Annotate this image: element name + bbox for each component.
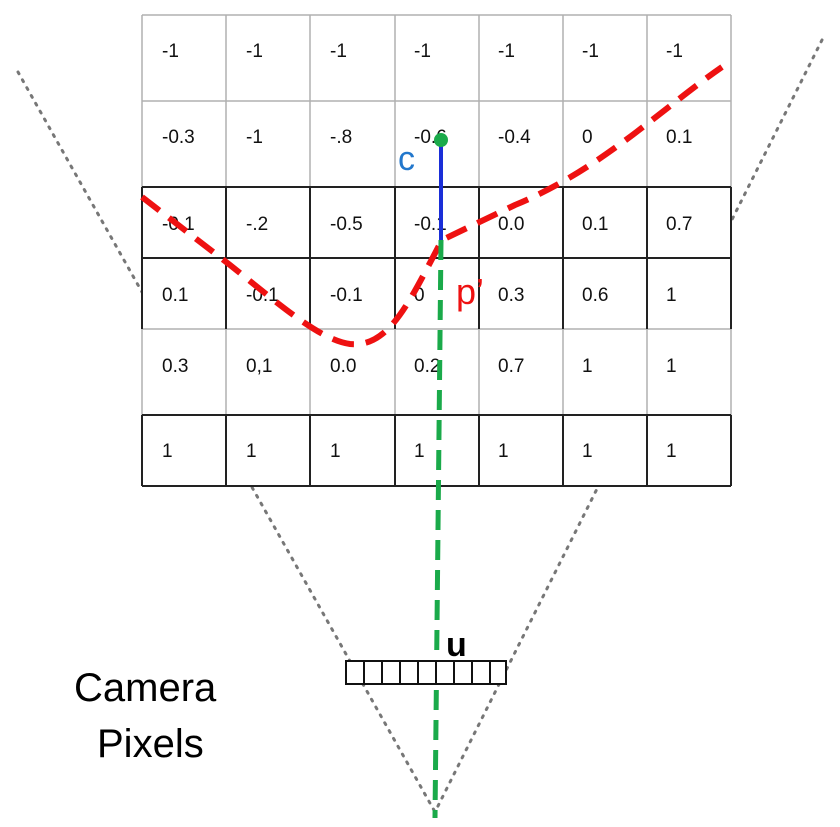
- grid-cell: -0.1: [414, 214, 447, 235]
- grid-cell: 1: [666, 356, 677, 377]
- label-c: c: [398, 140, 415, 178]
- grid-cell: 0.7: [498, 356, 524, 377]
- grid-cell: 0.1: [162, 285, 188, 306]
- point-c-icon: [434, 133, 448, 147]
- grid-cell: -1: [246, 127, 263, 148]
- grid-cell: -.8: [330, 127, 352, 148]
- grid-cell: -0.1: [246, 285, 279, 306]
- grid-cell: -0.1: [330, 285, 363, 306]
- grid-row: 1 1 1 1 1 1 1: [162, 441, 677, 462]
- grid-cell: 0.3: [498, 285, 524, 306]
- grid-cell: -.2: [246, 214, 268, 235]
- camera-label-line2: Pixels: [97, 722, 204, 766]
- grid-cell: 0,1: [246, 356, 272, 377]
- label-u: u: [446, 626, 467, 664]
- grid-cell: 1: [666, 441, 677, 462]
- grid-cell: 0.7: [666, 214, 692, 235]
- grid-cell: -1: [414, 41, 431, 62]
- grid-cell: 0: [414, 285, 425, 306]
- grid-cell: 1: [414, 441, 425, 462]
- grid-cell: -1: [330, 41, 347, 62]
- grid-cell: 0: [582, 127, 593, 148]
- grid-cell: -0.3: [162, 127, 195, 148]
- grid-cell: 1: [162, 441, 173, 462]
- grid-cell: 1: [582, 356, 593, 377]
- grid-cell: 0.1: [582, 214, 608, 235]
- grid-cell: -0.5: [330, 214, 363, 235]
- voxel-grid-lines: [141, 14, 732, 487]
- grid-cell: -1: [666, 41, 683, 62]
- grid-cell: -1: [246, 41, 263, 62]
- grid-row: 0.1 -0.1 -0.1 0 0.3 0.6 1: [162, 285, 677, 306]
- grid-cell: 0.6: [582, 285, 608, 306]
- grid-cell: -1: [582, 41, 599, 62]
- grid-cell: 0.3: [162, 356, 188, 377]
- grid-cell: 1: [330, 441, 341, 462]
- camera-ray: [432, 239, 444, 819]
- grid-cell: 1: [498, 441, 509, 462]
- grid-cell: 0.0: [330, 356, 356, 377]
- grid-cell: 0.2: [414, 356, 440, 377]
- camera-pixel-row: [345, 660, 507, 685]
- surface-curve: [140, 64, 724, 348]
- grid-cell: 1: [666, 285, 677, 306]
- grid-cell: 1: [582, 441, 593, 462]
- grid-row: 0.3 0,1 0.0 0.2 0.7 1 1: [162, 356, 677, 377]
- grid-cell: 1: [246, 441, 257, 462]
- grid-cell: -1: [498, 41, 515, 62]
- camera-label-line1: Camera: [74, 666, 217, 710]
- grid-row: -0.3 -1 -.8 -0.6 -0.4 0 0.1: [162, 127, 692, 148]
- grid-cell: 0.1: [666, 127, 692, 148]
- grid-cell: -0.4: [498, 127, 531, 148]
- grid-cell: -1: [162, 41, 179, 62]
- grid-cell: 0.0: [498, 214, 524, 235]
- label-p-prime: p’: [456, 271, 484, 312]
- grid-row: -1 -1 -1 -1 -1 -1 -1: [162, 41, 683, 62]
